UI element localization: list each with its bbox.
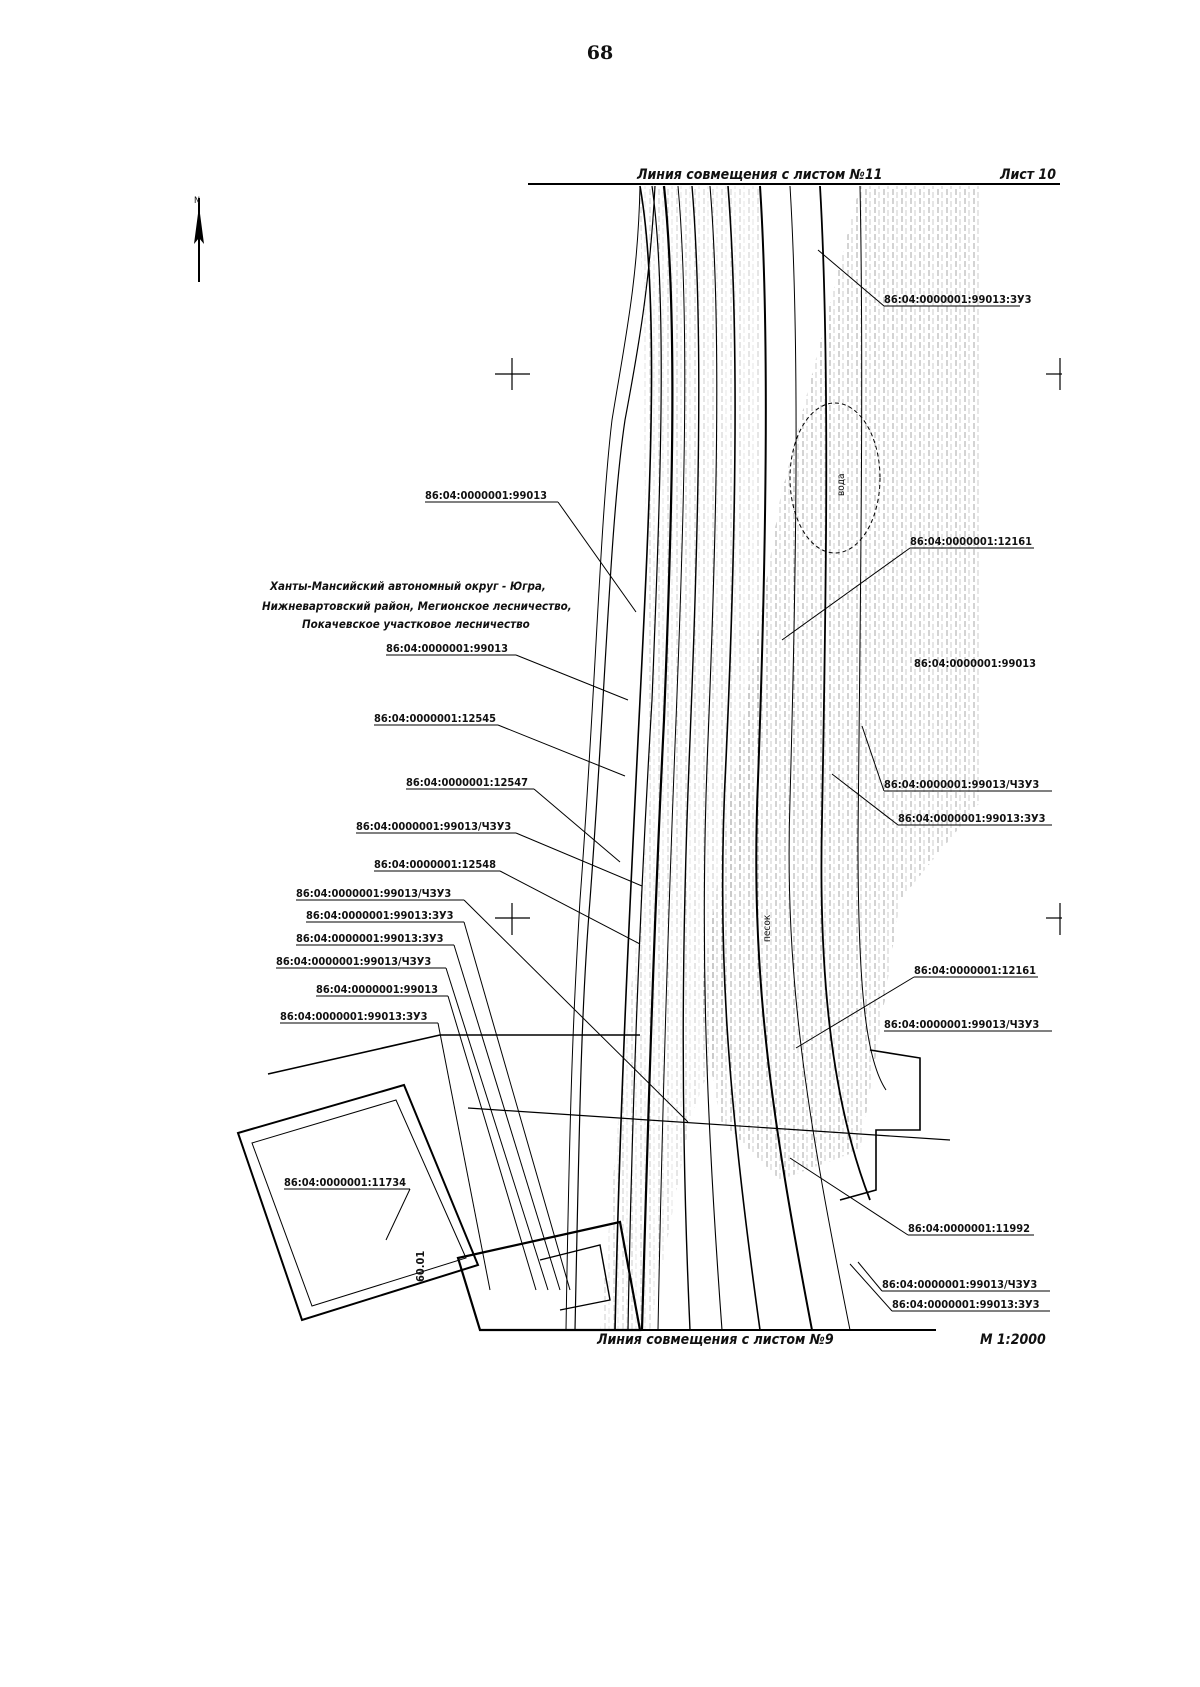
parcel-label: 86:04:0000001:99013 bbox=[914, 657, 1036, 670]
hatched-road-area bbox=[600, 186, 760, 1330]
parcel-label: 86:04:0000001:99013:ЗУ3 bbox=[296, 932, 444, 945]
parcel-label: 86:04:0000001:99013 bbox=[386, 642, 508, 655]
parcel-label: 86:04:0000001:99013/ЧЗУ3 bbox=[356, 820, 511, 833]
road-corridor-lines bbox=[565, 185, 887, 1331]
parcel-label: 86:04:0000001:12545 bbox=[374, 712, 496, 725]
map-annotation: 60.01 bbox=[414, 1251, 427, 1282]
parcel-label: 86:04:0000001:99013:ЗУ3 bbox=[306, 909, 454, 922]
parcel-label: 86:04:0000001:99013 bbox=[316, 983, 438, 996]
region-label-line-1: Ханты-Мансийский автономный округ - Югра… bbox=[269, 579, 546, 593]
bottom-combination-label: Линия совмещения с листом №9 bbox=[596, 1332, 834, 1348]
water-body bbox=[789, 402, 881, 554]
parcel-label: 86:04:0000001:12547 bbox=[406, 776, 528, 789]
hatched-forest-area bbox=[700, 186, 982, 1180]
parcel-outline-right bbox=[839, 1049, 921, 1201]
parcel-label: 86:04:0000001:99013:ЗУ3 bbox=[884, 293, 1032, 306]
parcel-labels-right: 86:04:0000001:99013:ЗУ3 86:04:0000001:12… bbox=[781, 249, 1052, 1312]
page-number: 68 bbox=[586, 42, 614, 64]
sheet-title: Лист 10 bbox=[999, 167, 1056, 183]
parcel-label: 86:04:0000001:99013 bbox=[425, 489, 547, 502]
region-label-line-3: Покачевское участковое лесничество bbox=[302, 617, 530, 631]
inset-area bbox=[236, 1034, 936, 1332]
parcel-label: 86:04:0000001:12161 bbox=[910, 535, 1032, 548]
parcel-label: 86:04:0000001:99013/ЧЗУ3 bbox=[296, 887, 451, 900]
parcel-label: 86:04:0000001:99013:ЗУ3 bbox=[898, 812, 1046, 825]
north-arrow-icon: N bbox=[194, 196, 204, 282]
top-combination-label: Линия совмещения с листом №11 bbox=[636, 167, 882, 183]
parcel-label: 86:04:0000001:99013/ЧЗУ3 bbox=[276, 955, 431, 968]
registration-marks bbox=[495, 358, 1062, 935]
scale-label: М 1:2000 bbox=[980, 1332, 1046, 1348]
parcel-label: 86:04:0000001:99013:ЗУ3 bbox=[280, 1010, 428, 1023]
parcel-label: 86:04:0000001:11992 bbox=[908, 1222, 1030, 1235]
map-annotation: вода bbox=[836, 473, 847, 496]
parcel-label: 86:04:0000001:99013/ЧЗУ3 bbox=[882, 1278, 1037, 1291]
svg-text:N: N bbox=[194, 196, 200, 206]
parcel-label: 86:04:0000001:99013/ЧЗУ3 bbox=[884, 1018, 1039, 1031]
parcel-label: 86:04:0000001:12548 bbox=[374, 858, 496, 871]
parcel-labels-left: 86:04:0000001:99013 86:04:0000001:99013 … bbox=[276, 489, 689, 1291]
parcel-label: 86:04:0000001:12161 bbox=[914, 964, 1036, 977]
map-annotation: песок bbox=[762, 914, 773, 942]
cross-line bbox=[467, 1107, 951, 1141]
parcel-label-inset: 86:04:0000001:11734 bbox=[284, 1176, 406, 1189]
parcel-label: 86:04:0000001:99013:ЗУ3 bbox=[892, 1298, 1040, 1311]
parcel-label: 86:04:0000001:99013/ЧЗУ3 bbox=[884, 778, 1039, 791]
region-label-line-2: Нижневартовский район, Мегионское леснич… bbox=[262, 599, 572, 613]
